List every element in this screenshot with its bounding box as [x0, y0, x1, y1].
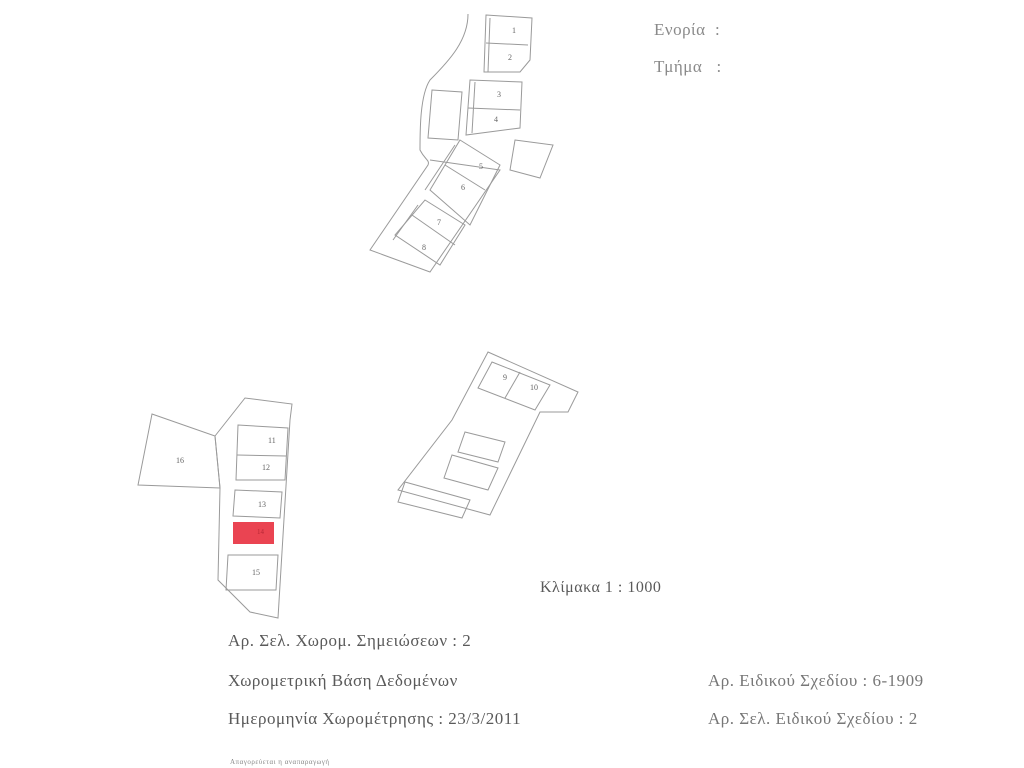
parcel-label: 2	[508, 53, 512, 62]
scale-label: Κλίμακα 1 : 1000	[540, 579, 662, 596]
section-label: Τμήμα :	[654, 57, 722, 76]
parcel-group-top: 1 2 3 4 5 6 7 8	[369, 13, 554, 273]
parcel-label: 15	[252, 568, 260, 577]
survey-date: Ημερομηνία Χωρομέτρησης : 23/3/2011	[228, 709, 522, 728]
parcel-label: 9	[503, 373, 507, 382]
parcel-group-middle: 9 10	[397, 351, 579, 519]
parcel-label: 5	[479, 162, 483, 171]
parcel-label: 11	[268, 436, 276, 445]
parcel-label: 3	[497, 90, 501, 99]
disclaimer: Απαγορεύεται η αναπαραγωγή	[230, 758, 330, 766]
parcel-group-left: 16 11 12 13 15	[137, 397, 293, 619]
parcel-label: 6	[461, 183, 465, 192]
parcel-label: 10	[530, 383, 538, 392]
parcel-label: 4	[494, 115, 498, 124]
parcel-label: 8	[422, 243, 426, 252]
highlighted-parcel-label: 14	[257, 528, 264, 536]
parcel-label: 12	[262, 463, 270, 472]
parcel-label: 1	[512, 26, 516, 35]
highlighted-parcel[interactable]: 14	[233, 522, 274, 544]
database-label: Χωρομετρική Βάση Δεδομένων	[228, 671, 458, 690]
notes-pages: Αρ. Σελ. Χωρομ. Σημειώσεων : 2	[228, 631, 472, 650]
parcel-label: 7	[437, 218, 441, 227]
special-plan-number: Αρ. Ειδικού Σχεδίου : 6-1909	[708, 671, 924, 690]
parcel-label: 13	[258, 500, 266, 509]
special-plan-pages: Αρ. Σελ. Ειδικού Σχεδίου : 2	[708, 709, 918, 728]
district-label: Ενορία :	[654, 20, 721, 39]
parcel-label: 16	[176, 456, 184, 465]
